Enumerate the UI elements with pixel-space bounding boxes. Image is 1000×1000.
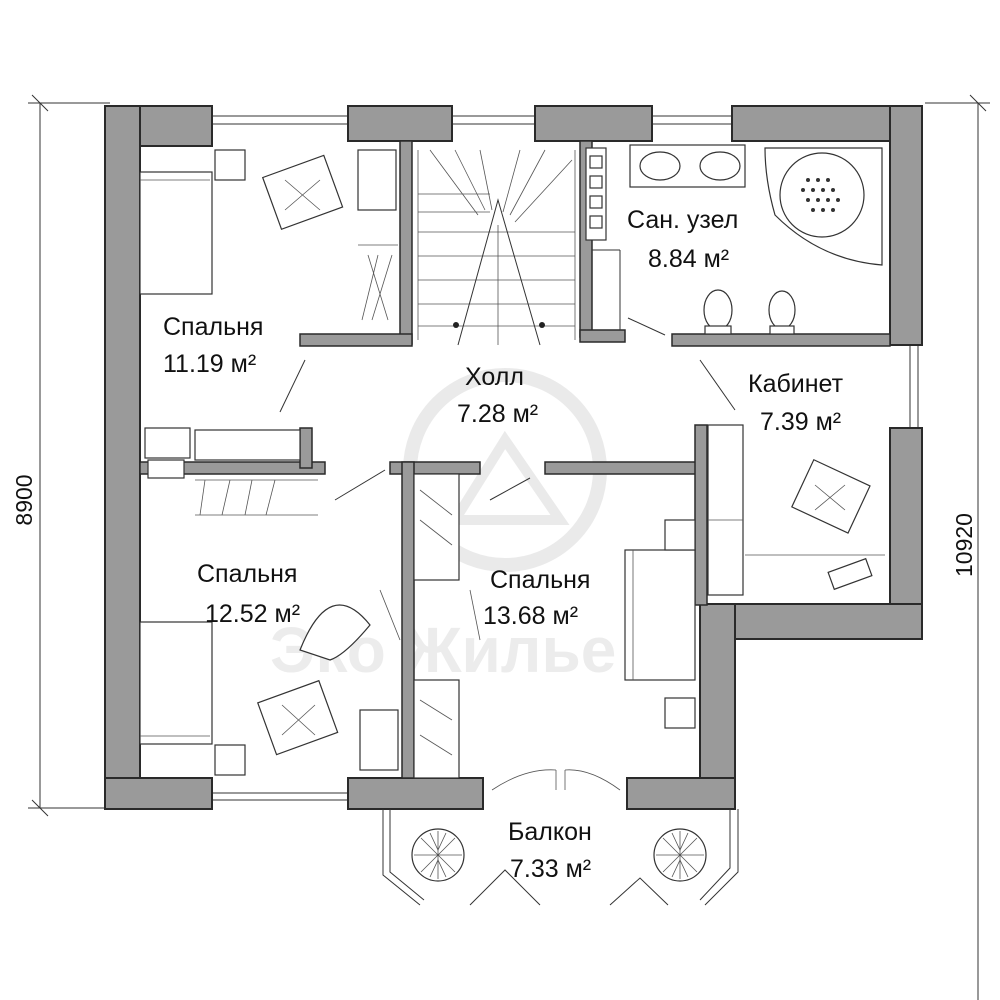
armchair-icon bbox=[299, 604, 371, 661]
room-bathroom-area: 8.84 м² bbox=[648, 245, 729, 273]
exterior-walls bbox=[104, 105, 923, 810]
wardrobe-icon bbox=[413, 473, 460, 581]
bidet-icon bbox=[768, 290, 796, 330]
nightstand-icon bbox=[664, 697, 696, 729]
room-bedroom2-area: 12.52 м² bbox=[205, 600, 300, 628]
room-balcony-name: Балкон bbox=[508, 818, 592, 846]
balcony-outline bbox=[382, 809, 739, 906]
balcony-plants bbox=[411, 828, 707, 882]
wardrobe-icon bbox=[144, 427, 191, 459]
shelf-icon bbox=[359, 709, 399, 771]
room-bathroom: Сан. узел 8.84 м² bbox=[627, 206, 738, 273]
desk-chair-icon bbox=[261, 154, 344, 231]
room-hall-area: 7.28 м² bbox=[457, 400, 538, 428]
room-bedroom1-area: 11.19 м² bbox=[163, 350, 256, 378]
plant-icon bbox=[411, 828, 465, 882]
room-bedroom2-name: Спальня bbox=[197, 560, 297, 588]
dimension-right-label: 10920 bbox=[951, 513, 977, 577]
bed-icon bbox=[624, 549, 696, 681]
room-bedroom1: Спальня 11.19 м² bbox=[163, 313, 263, 378]
room-bathroom-name: Сан. узел bbox=[627, 206, 738, 234]
cabinet-icon bbox=[707, 424, 744, 596]
office-furniture bbox=[699, 359, 885, 596]
dimension-left: 8900 bbox=[11, 94, 110, 817]
windows-bottom bbox=[212, 792, 348, 801]
desk-chair-icon bbox=[256, 679, 339, 756]
sink-icon bbox=[699, 151, 741, 181]
room-balcony-area: 7.33 м² bbox=[510, 855, 591, 883]
toilet-icon bbox=[703, 289, 733, 331]
room-bedroom3: Спальня 13.68 м² bbox=[483, 566, 590, 630]
staircase bbox=[417, 149, 576, 346]
nightstand-icon bbox=[214, 149, 246, 181]
watermark-logo-house bbox=[445, 430, 570, 525]
room-office-area: 7.39 м² bbox=[760, 408, 841, 436]
room-office-name: Кабинет bbox=[748, 370, 844, 398]
room-bedroom3-name: Спальня bbox=[490, 566, 590, 594]
nightstand-icon bbox=[214, 744, 246, 776]
bedroom3-furniture bbox=[413, 473, 696, 779]
windows-top bbox=[212, 115, 732, 125]
bedroom1-furniture bbox=[139, 149, 398, 413]
plant-icon bbox=[653, 828, 707, 882]
bed-icon bbox=[139, 171, 213, 295]
room-hall-name: Холл bbox=[465, 363, 524, 391]
room-hall: Холл 7.28 м² bbox=[457, 363, 538, 428]
room-office: Кабинет 7.39 м² bbox=[748, 370, 844, 436]
room-bedroom2: Спальня 12.52 м² bbox=[197, 560, 300, 628]
nightstand-icon bbox=[664, 519, 696, 551]
sink-icon bbox=[639, 151, 681, 181]
window-right bbox=[909, 345, 919, 428]
bathroom-fixtures bbox=[585, 144, 883, 336]
bed-icon bbox=[139, 621, 213, 745]
bedroom2-furniture bbox=[139, 427, 401, 776]
room-bedroom3-area: 13.68 м² bbox=[483, 602, 578, 630]
dimension-right: 10920 bbox=[925, 94, 990, 1000]
room-bedroom1-name: Спальня bbox=[163, 313, 263, 341]
balcony-door bbox=[491, 769, 621, 791]
room-balcony: Балкон 7.33 м² bbox=[508, 818, 592, 883]
shelf-icon bbox=[357, 149, 397, 211]
dimension-left-label: 8900 bbox=[11, 474, 37, 525]
